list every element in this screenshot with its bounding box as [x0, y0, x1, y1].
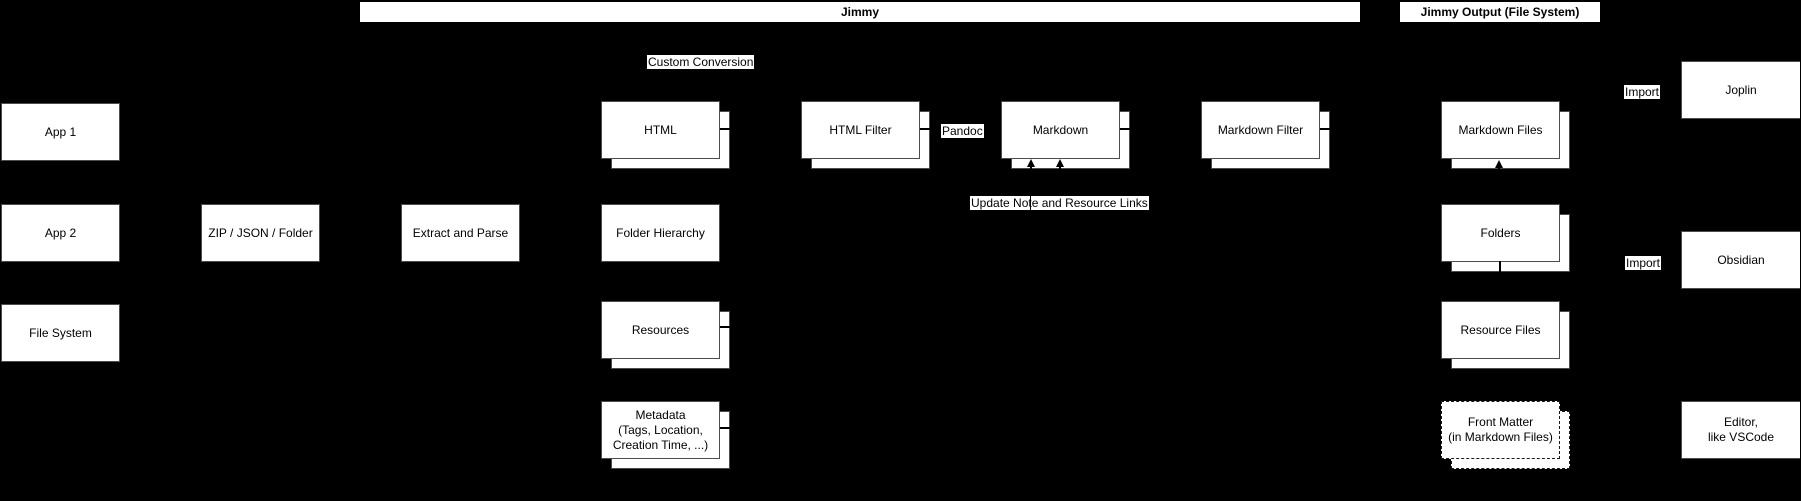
- edge-label-import-obsidian: Import: [1625, 256, 1662, 270]
- edge-label-import-joplin: Import: [1624, 85, 1661, 99]
- node-folder-hierarchy-label: Folder Hierarchy: [616, 225, 705, 240]
- node-markdown-files: Markdown Files: [1441, 101, 1570, 169]
- node-editor: Editor, like VSCode: [1681, 401, 1800, 459]
- node-resources: Resources: [601, 301, 730, 369]
- node-editor-label: Editor, like VSCode: [1707, 415, 1775, 444]
- node-html-filter: HTML Filter: [801, 101, 930, 169]
- connector-segment-resources-out: [720, 326, 731, 328]
- connector-segment-markdown-filter-out: [1320, 128, 1331, 130]
- connector-segment-folders-down: [1499, 261, 1501, 272]
- node-extract-and-parse-label: Extract and Parse: [412, 225, 509, 240]
- arrow-stem: [1030, 167, 1032, 170]
- node-html: HTML: [601, 101, 730, 169]
- node-app1-label: App 1: [44, 124, 77, 139]
- connector-segment-html-out: [720, 128, 731, 130]
- node-markdown-filter: Markdown Filter: [1201, 101, 1330, 169]
- node-markdown: Markdown: [1001, 101, 1130, 169]
- node-file-system: File System: [1, 304, 120, 362]
- node-metadata-label: Metadata (Tags, Location, Creation Time,…: [612, 407, 709, 452]
- edge-label-pandoc: Pandoc: [941, 124, 984, 138]
- node-markdown-label: Markdown: [1032, 122, 1089, 137]
- edge-label-custom-conversion: Custom Conversion: [647, 55, 755, 69]
- node-extract-and-parse: Extract and Parse: [401, 204, 520, 262]
- group-header-jimmy: Jimmy: [360, 2, 1360, 22]
- arrowhead-up-markdown-right-icon: [1056, 159, 1064, 167]
- connector-segment-markdown-out: [1120, 128, 1131, 130]
- connector-segment-metadata-out: [720, 427, 731, 429]
- node-zip-json-folder-label: ZIP / JSON / Folder: [208, 225, 313, 240]
- connector-segment-html-filter-out: [920, 128, 931, 130]
- edge-label-update-links: Update Note and Resource Links: [970, 196, 1149, 210]
- node-front-matter-label: Front Matter (in Markdown Files): [1448, 415, 1553, 444]
- node-metadata: Metadata (Tags, Location, Creation Time,…: [601, 401, 730, 469]
- arrowhead-up-markdown-left-icon: [1027, 159, 1035, 167]
- node-obsidian: Obsidian: [1681, 231, 1800, 289]
- arrowhead-up-markdown-files-icon: [1495, 160, 1503, 168]
- connector-segment-update-links-cross: [1030, 196, 1031, 211]
- node-html-filter-label: HTML Filter: [829, 122, 892, 137]
- node-resource-files: Resource Files: [1441, 301, 1570, 369]
- node-front-matter: Front Matter (in Markdown Files): [1441, 401, 1570, 469]
- node-obsidian-label: Obsidian: [1717, 252, 1765, 267]
- arrow-stem: [1059, 167, 1061, 170]
- arrow-stem: [1498, 168, 1500, 172]
- node-app2: App 2: [1, 204, 120, 262]
- node-folders-label: Folders: [1480, 225, 1521, 240]
- node-folders: Folders: [1441, 204, 1570, 272]
- node-zip-json-folder: ZIP / JSON / Folder: [201, 204, 320, 262]
- node-html-label: HTML: [644, 122, 677, 137]
- node-file-system-label: File System: [29, 325, 92, 340]
- node-folder-hierarchy: Folder Hierarchy: [601, 204, 720, 262]
- group-header-jimmy-output: Jimmy Output (File System): [1400, 2, 1600, 22]
- node-joplin-label: Joplin: [1725, 82, 1757, 97]
- node-markdown-files-label: Markdown Files: [1458, 122, 1543, 137]
- node-resources-label: Resources: [631, 322, 690, 337]
- node-resource-files-label: Resource Files: [1460, 322, 1541, 337]
- node-joplin: Joplin: [1681, 61, 1800, 119]
- node-app1: App 1: [1, 103, 120, 161]
- node-app2-label: App 2: [44, 225, 77, 240]
- node-markdown-filter-label: Markdown Filter: [1217, 122, 1304, 137]
